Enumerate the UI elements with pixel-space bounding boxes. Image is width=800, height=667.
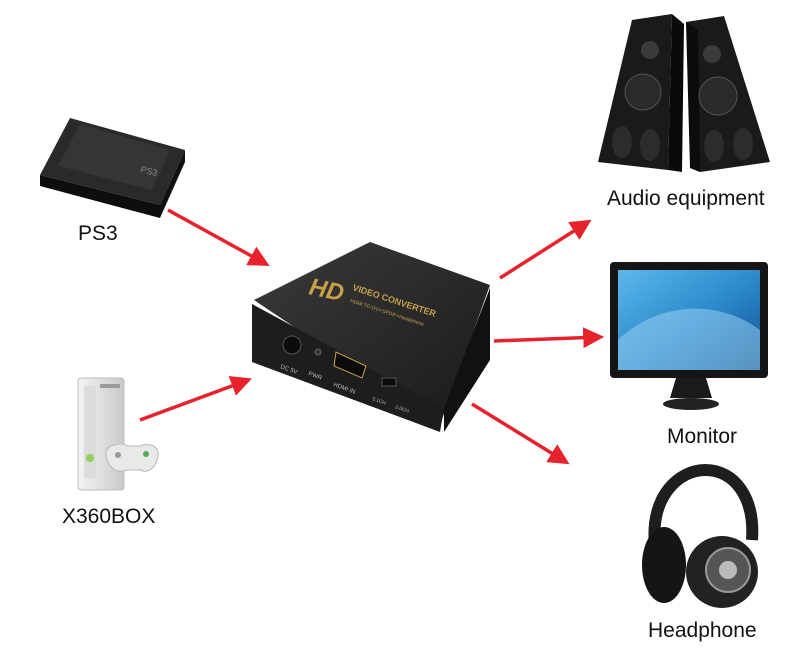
output-label-audio-equipment: Audio equipment — [607, 187, 765, 210]
output-label-headphone: Headphone — [648, 619, 757, 642]
headphone-icon — [642, 463, 759, 608]
speakers-icon — [598, 14, 770, 172]
arrow-converter-to-audio — [499, 219, 592, 280]
channel-switch — [381, 377, 397, 387]
arrow-x360-to-converter — [139, 375, 252, 422]
arrow-ps3-to-converter — [167, 208, 270, 267]
monitor-icon — [610, 262, 768, 410]
arrow-converter-to-headphone — [471, 402, 570, 465]
source-label-x360box: X360BOX — [62, 505, 156, 528]
port-dc-label: DC 5V — [279, 364, 298, 376]
xbox360-console-icon — [77, 377, 159, 491]
dc-jack — [282, 335, 302, 355]
power-led — [314, 348, 322, 356]
source-label-ps3: PS3 — [78, 222, 118, 245]
hdmi-port — [333, 351, 367, 379]
arrow-converter-to-monitor — [493, 327, 605, 349]
switch-20-label: 2.0CH — [394, 404, 410, 415]
switch-51-label: 5.1CH — [371, 396, 387, 407]
output-label-monitor: Monitor — [667, 425, 738, 448]
ps3-console-icon: PS3 — [40, 118, 185, 218]
port-pwr-label: PWR — [307, 371, 323, 382]
converter-box: HD VIDEO CONVERTER HDMI TO DVI+SPDIF+Hea… — [252, 242, 490, 432]
svg-text:PS3: PS3 — [140, 164, 159, 178]
